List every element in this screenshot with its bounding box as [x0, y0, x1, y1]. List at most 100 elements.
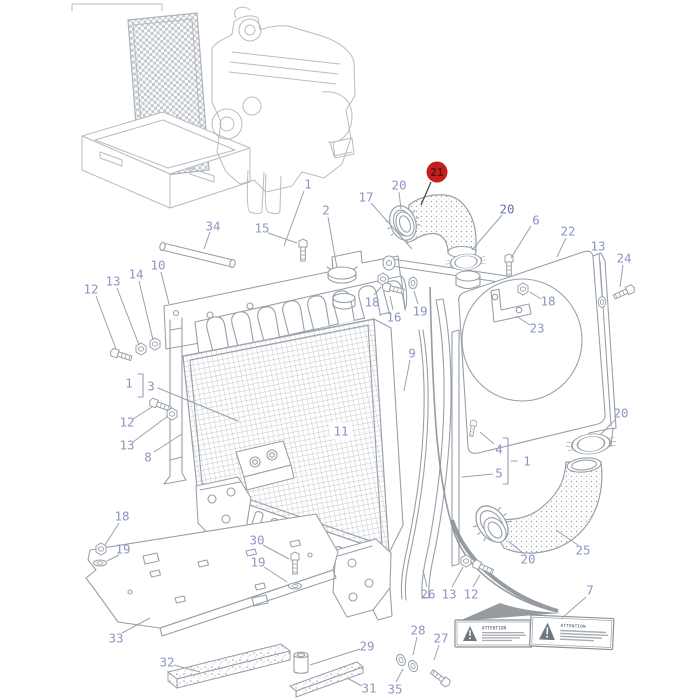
leader-line	[507, 540, 524, 554]
outlet-neck	[455, 270, 481, 290]
highlight-leader-line	[420, 181, 432, 206]
callout-10[interactable]: 10	[150, 258, 165, 273]
leader-line	[471, 214, 503, 251]
callout-14[interactable]: 14	[128, 267, 143, 282]
callout-19[interactable]: 19	[412, 304, 427, 319]
lower-hose-end	[483, 517, 507, 543]
core-center-bracket	[235, 440, 295, 491]
bolt-15	[298, 238, 308, 262]
nut-18b	[517, 282, 529, 296]
bolt-12a	[108, 347, 134, 363]
nut-13a	[135, 342, 147, 356]
leader-line	[561, 596, 587, 619]
callout-23[interactable]: 23	[529, 321, 544, 336]
callout-30[interactable]: 30	[249, 533, 264, 548]
callout-2[interactable]: 2	[322, 203, 330, 218]
callout-22[interactable]: 22	[560, 224, 575, 239]
callout-31[interactable]: 31	[361, 681, 376, 696]
callout-17[interactable]: 17	[358, 190, 373, 205]
callout-32[interactable]: 32	[159, 655, 174, 670]
callout-12[interactable]: 12	[83, 282, 98, 297]
callout-11[interactable]: 11	[333, 424, 348, 439]
bolt-27	[428, 667, 453, 689]
callout-19[interactable]: 19	[115, 542, 130, 557]
core-side-face	[373, 318, 404, 554]
callout-6[interactable]: 6	[532, 213, 540, 228]
callout-20[interactable]: 20	[499, 202, 514, 217]
callout-26[interactable]: 26	[420, 587, 435, 602]
leader-line	[346, 677, 363, 687]
callout-4[interactable]: 4	[495, 442, 503, 457]
leader-line	[104, 522, 120, 546]
callout-20[interactable]: 20	[391, 178, 406, 193]
leader-line	[451, 566, 464, 588]
callout-15[interactable]: 15	[254, 221, 269, 236]
leader-line	[263, 566, 288, 583]
leader-line	[472, 574, 481, 588]
main-diagram: ATTENTION ATTENTION	[85, 194, 637, 698]
bolt-30	[290, 551, 300, 575]
callout-3[interactable]: 3	[147, 379, 155, 394]
callout-27[interactable]: 27	[433, 631, 448, 646]
callout-18[interactable]: 18	[540, 294, 555, 309]
filler-neck	[332, 292, 356, 310]
part-label-box	[329, 422, 353, 440]
foam-strip-31	[289, 661, 364, 698]
callout-12[interactable]: 12	[463, 587, 478, 602]
callout-33[interactable]: 33	[108, 631, 123, 646]
callout-9[interactable]: 9	[408, 346, 416, 361]
callout-16[interactable]: 16	[386, 310, 401, 325]
upper-hose	[406, 194, 477, 254]
callout-34[interactable]: 34	[205, 219, 220, 234]
callout-13[interactable]: 13	[590, 239, 605, 254]
decal-title: ATTENTION	[482, 626, 507, 631]
callout-20[interactable]: 20	[520, 552, 535, 567]
callout-35[interactable]: 35	[387, 682, 402, 697]
leader-line	[370, 202, 413, 250]
leader-line	[106, 554, 120, 562]
leader-line	[398, 191, 402, 210]
callout-13[interactable]: 13	[119, 438, 134, 453]
nut-18c	[95, 542, 107, 556]
washer-35a	[394, 652, 408, 668]
attention-decal-left: ATTENTION	[454, 619, 533, 648]
callout-25[interactable]: 25	[575, 543, 590, 558]
leader-line	[412, 636, 418, 656]
nut-13d	[460, 554, 472, 568]
leader-line	[327, 216, 338, 269]
highlighted-callout-21[interactable]: 21	[430, 166, 444, 179]
callout-1[interactable]: 1	[523, 454, 531, 469]
leader-line	[173, 664, 201, 673]
callout-1[interactable]: 1	[125, 376, 133, 391]
callout-18[interactable]: 18	[114, 509, 129, 524]
callout-20[interactable]: 20	[613, 406, 628, 421]
callout-28[interactable]: 28	[410, 623, 425, 638]
bolt-24	[612, 283, 637, 302]
leader-line	[373, 286, 382, 296]
washer-35b	[406, 658, 420, 674]
decal-pointer-swoosh	[429, 286, 561, 621]
callout-13[interactable]: 13	[105, 274, 120, 289]
leader-line	[203, 231, 211, 250]
callout-12[interactable]: 12	[119, 415, 134, 430]
callout-19[interactable]: 19	[250, 555, 265, 570]
callout-13[interactable]: 13	[441, 587, 456, 602]
leader-line	[515, 315, 531, 326]
foam-strip-32	[166, 643, 292, 690]
corner-mark	[71, 3, 163, 11]
leader-line	[116, 287, 140, 346]
callout-18[interactable]: 18	[364, 295, 379, 310]
leader-line	[283, 190, 305, 247]
leader-line	[132, 415, 169, 443]
washer-19c	[288, 582, 302, 590]
leader-line	[555, 529, 579, 546]
callout-1[interactable]: 1	[304, 177, 312, 192]
washer-13c	[597, 296, 607, 308]
callout-24[interactable]: 24	[616, 251, 631, 266]
callout-8[interactable]: 8	[144, 450, 152, 465]
callout-5[interactable]: 5	[495, 466, 503, 481]
callout-29[interactable]: 29	[359, 639, 374, 654]
callout-7[interactable]: 7	[586, 583, 594, 598]
highlight-circle[interactable]	[426, 161, 448, 183]
